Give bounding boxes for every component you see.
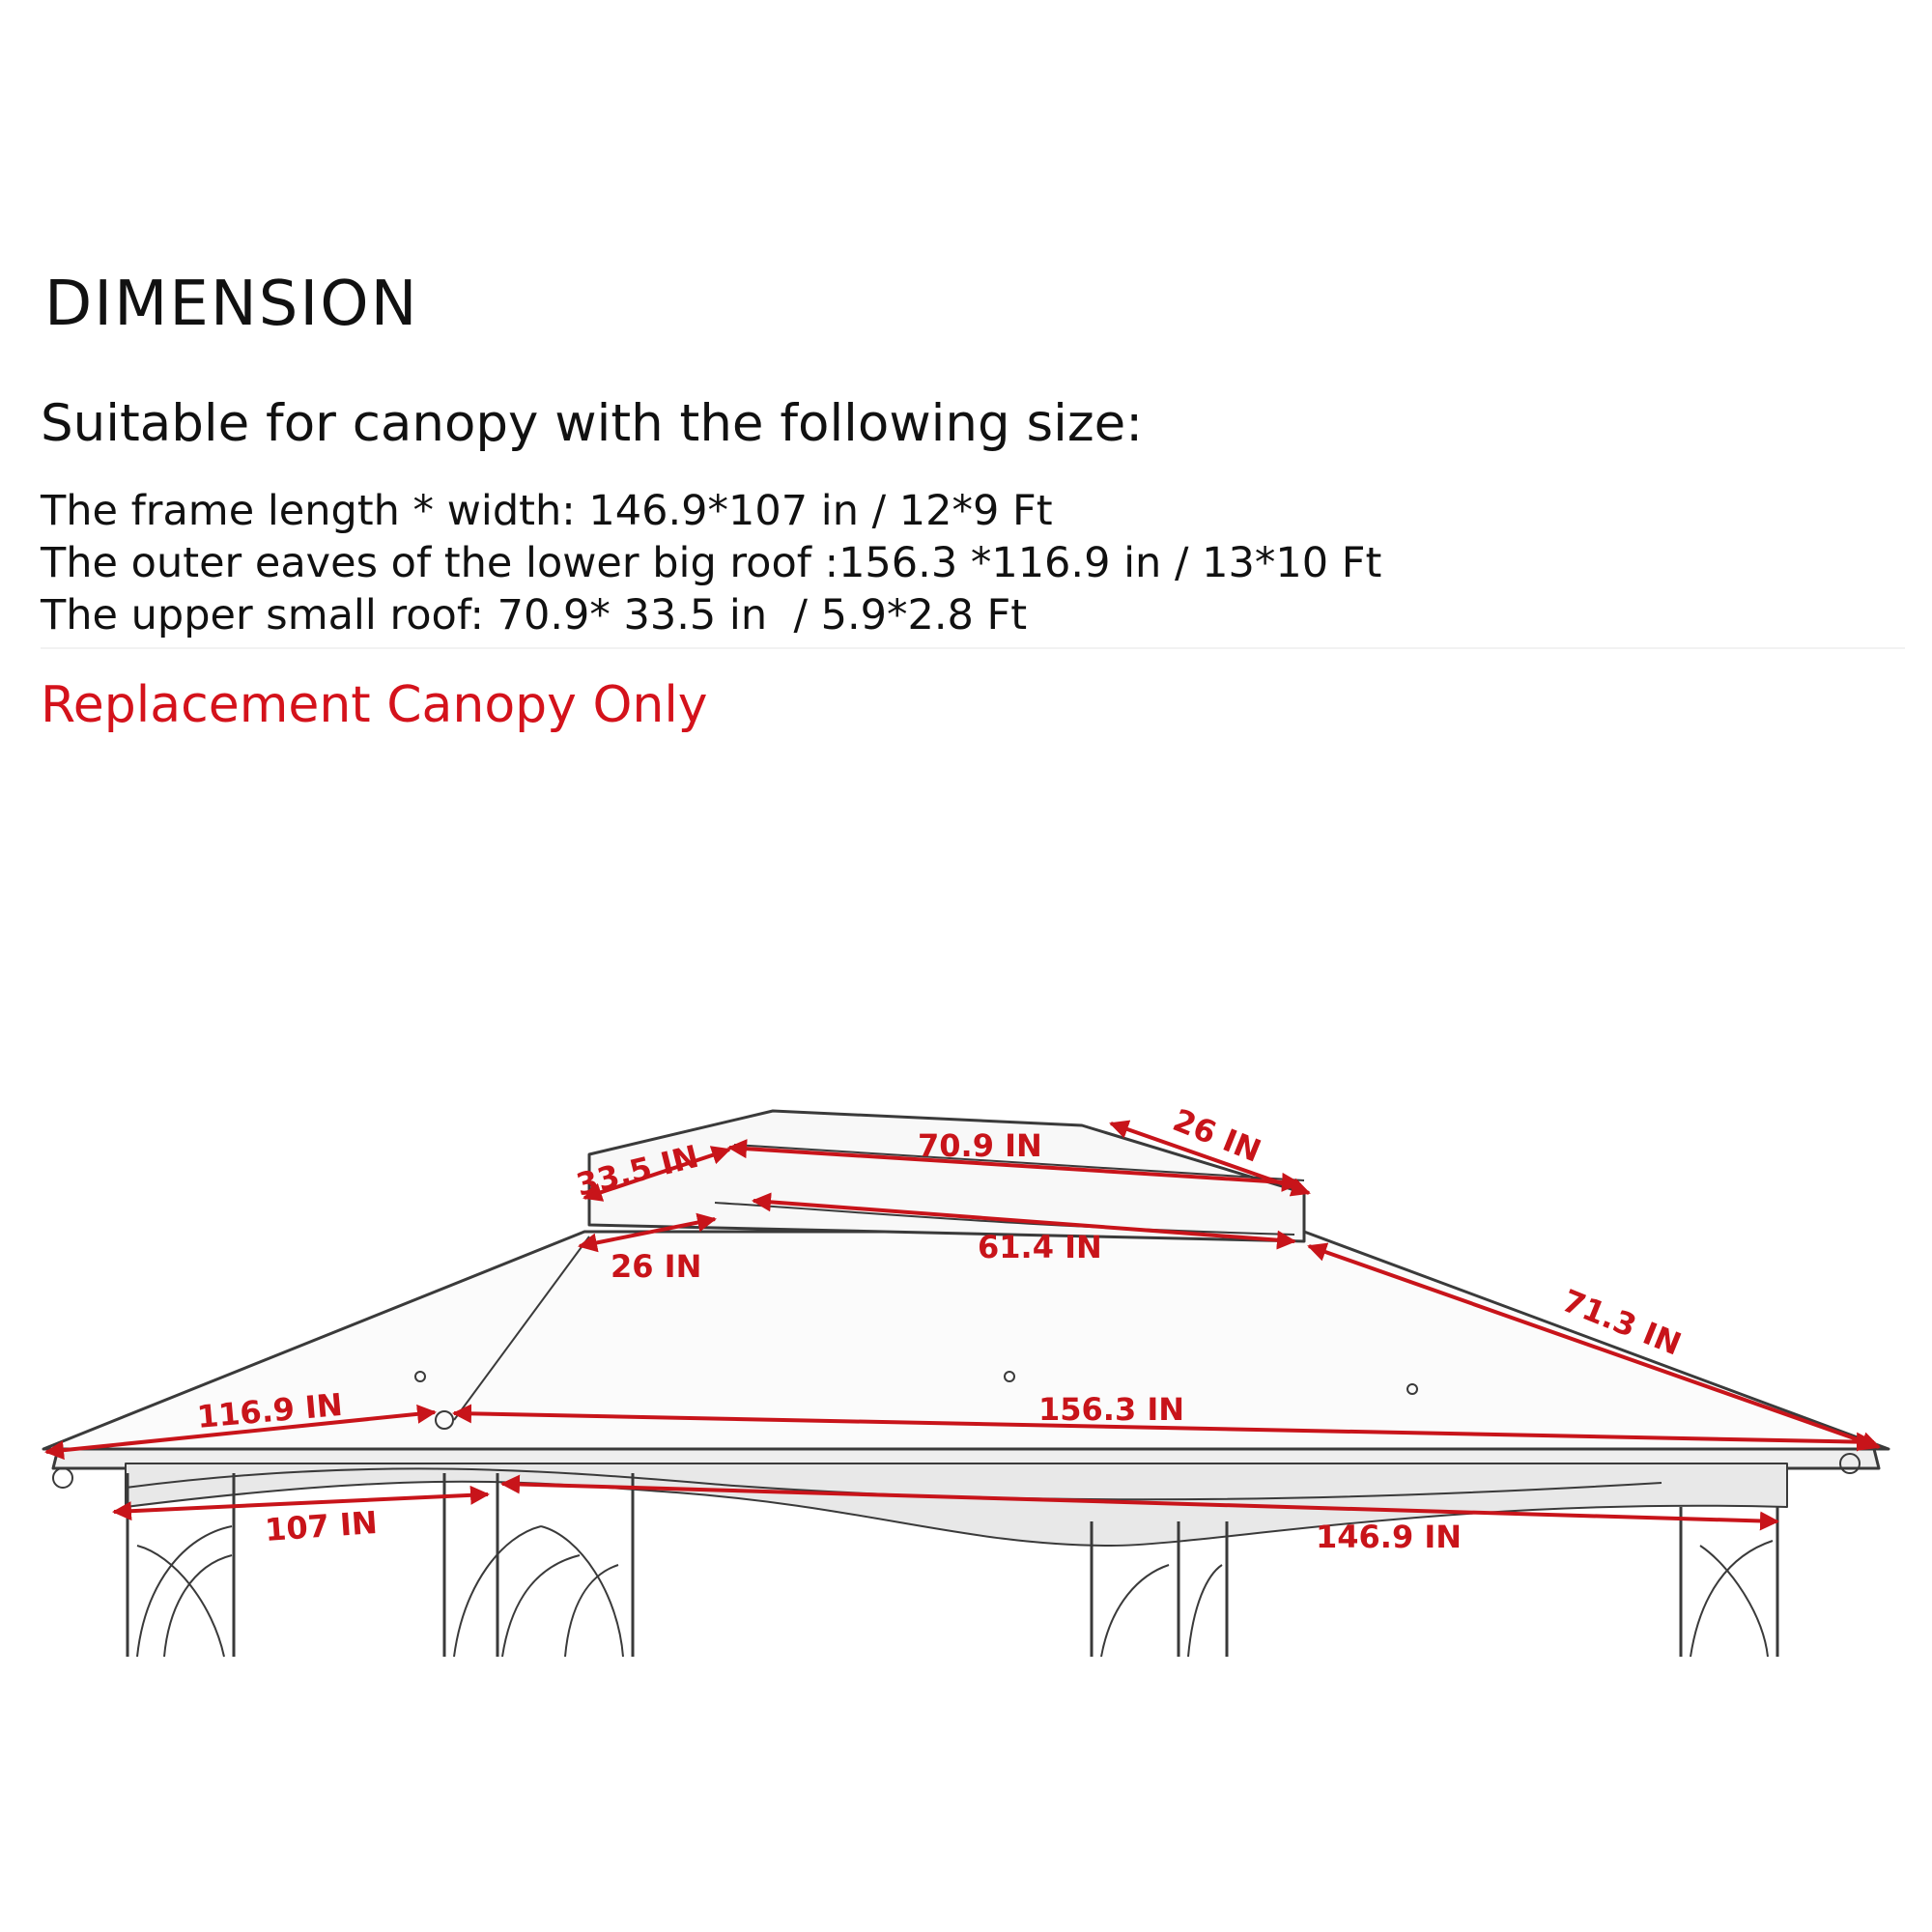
- label-lower-length: 156.3 IN: [1038, 1391, 1184, 1428]
- gazebo-dimension-diagram: 70.9 IN 33.5 IN 26 IN 26 IN 61.4 IN 71.3…: [42, 1101, 1890, 1658]
- label-frame-length: 146.9 IN: [1316, 1519, 1462, 1555]
- post-3-lattice: [1100, 1564, 1223, 1658]
- arrow-lower-width: [44, 1404, 437, 1461]
- label-upper-inner-length: 61.4 IN: [978, 1229, 1102, 1265]
- spec-upper-roof-size: The upper small roof: 70.9* 33.5 in / 5.…: [41, 591, 1028, 639]
- gazebo-drawing: [42, 1109, 1890, 1658]
- arrow-upper-width: [582, 1146, 731, 1202]
- post-2-lattice: [453, 1525, 624, 1658]
- dimension-arrows: [44, 1120, 1881, 1531]
- label-upper-length: 70.9 IN: [918, 1127, 1042, 1164]
- arrow-frame-length: [500, 1474, 1779, 1531]
- label-upper-slope-left: 26 IN: [611, 1248, 701, 1285]
- corner-finial-left: [52, 1467, 73, 1489]
- roof-valley-left: [453, 1236, 590, 1421]
- post-1-lattice: [136, 1525, 233, 1658]
- spec-frame-size: The frame length * width: 146.9*107 in /…: [41, 487, 1053, 535]
- page-title: DIMENSION: [44, 269, 419, 340]
- corner-finial-right: [1839, 1453, 1861, 1474]
- post-4-lattice: [1690, 1540, 1774, 1658]
- post-2: [442, 1473, 635, 1657]
- post-4: [1679, 1507, 1779, 1657]
- arrow-upper-inner-length: [752, 1192, 1296, 1250]
- replacement-notice: Replacement Canopy Only: [41, 676, 708, 734]
- divider: [41, 647, 1905, 649]
- arrow-upper-slope-left: [578, 1212, 717, 1253]
- arrow-lower-length: [452, 1404, 1876, 1452]
- spec-lower-roof-size: The outer eaves of the lower big roof :1…: [41, 539, 1382, 587]
- vent-marker-2: [1004, 1371, 1015, 1382]
- subtitle: Suitable for canopy with the following s…: [41, 394, 1144, 453]
- label-frame-width: 107 IN: [264, 1504, 379, 1548]
- vent-marker-1: [414, 1371, 426, 1382]
- arrow-frame-width: [112, 1485, 490, 1521]
- arrow-upper-slope-right: [1109, 1120, 1311, 1197]
- post-3: [1090, 1521, 1229, 1657]
